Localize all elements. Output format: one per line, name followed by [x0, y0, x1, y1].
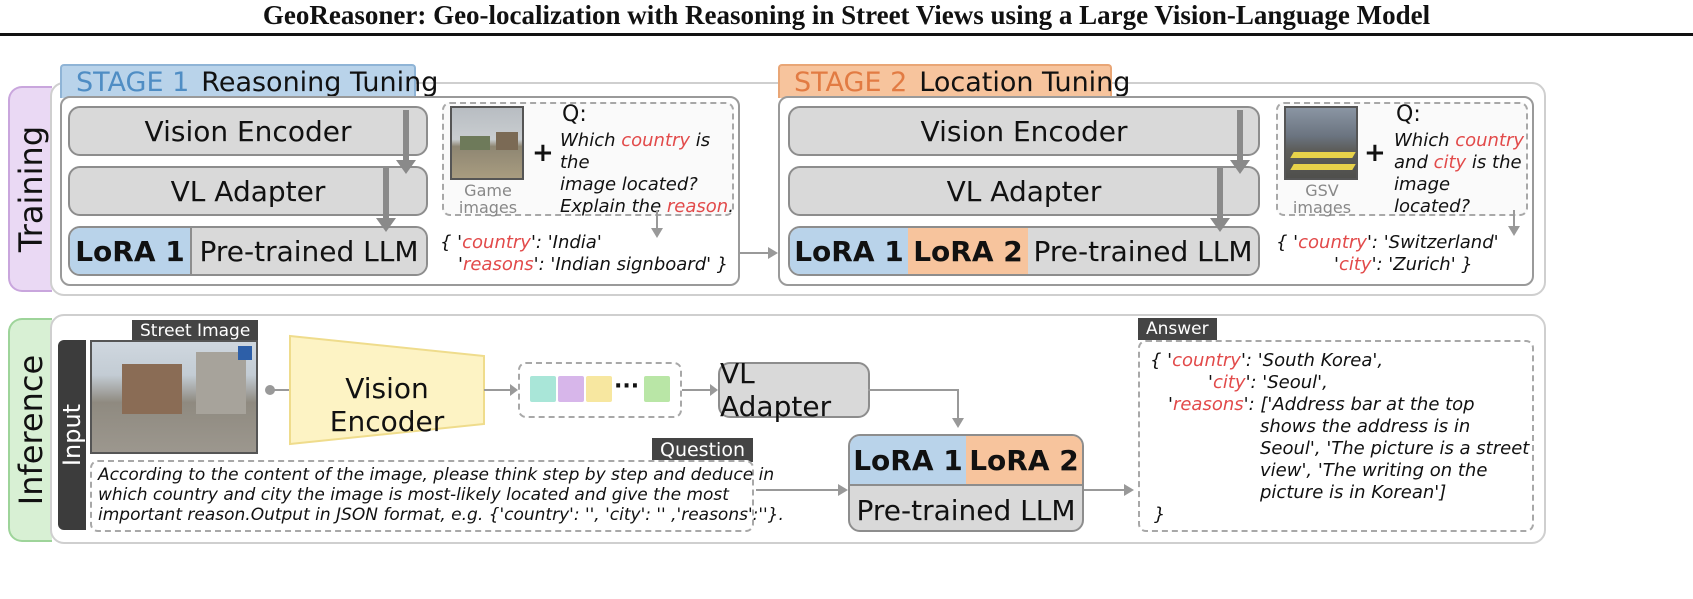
inference-vision-encoder: Vision Encoder [329, 372, 445, 438]
answer-box [1138, 340, 1534, 532]
stage1-plus-icon: + [532, 138, 554, 168]
input-label-bar: Input [58, 340, 86, 530]
arrow-tokens-to-adapter [682, 384, 718, 396]
stage1-llm-row: LoRA 1 Pre-trained LLM [68, 226, 428, 276]
game-images-caption: Game images [458, 181, 518, 217]
street-image-tag: Street Image [132, 320, 259, 342]
gsv-images-caption: GSV images [1292, 181, 1352, 217]
stage2-plus-icon: + [1364, 138, 1386, 168]
game-image [450, 106, 524, 180]
stage2-lora2: LoRA 2 [908, 228, 1028, 274]
arrow-question-to-llm [756, 484, 848, 496]
stage1-tab: STAGE 1 Reasoning Tuning [60, 64, 438, 98]
arrow-llm-to-answer [1084, 484, 1134, 496]
token-n [644, 376, 670, 402]
stage2-name: Location Tuning [919, 67, 1131, 98]
question-text: According to the content of the image, p… [98, 465, 784, 525]
inference-sidebar: Inference [8, 318, 52, 542]
stage2-lora1: LoRA 1 [790, 228, 908, 274]
training-sidebar: Training [8, 86, 52, 292]
page-title: GeoReasoner: Geo-localization with Reaso… [262, 0, 1431, 30]
gsv-image [1284, 106, 1358, 180]
stage1-number: STAGE 1 [76, 67, 190, 98]
stage2-tab: STAGE 2 Location Tuning [778, 64, 1130, 98]
stage1-vision-encoder: Vision Encoder [68, 106, 428, 156]
stage2-question: Which country and city is the image loca… [1394, 130, 1525, 217]
stage2-vision-encoder: Vision Encoder [788, 106, 1260, 156]
stage2-pretrained-llm: Pre-trained LLM [1028, 228, 1258, 274]
stage1-name: Reasoning Tuning [201, 67, 439, 98]
stage2-q-label: Q: [1396, 102, 1421, 127]
input-label: Input [58, 403, 86, 467]
inference-pretrained-llm: Pre-trained LLM [856, 493, 1076, 527]
question-box [90, 460, 754, 532]
answer-tag: Answer [1138, 318, 1217, 340]
stage1-pretrained-llm: Pre-trained LLM [190, 228, 426, 274]
token-dots: ··· [614, 374, 640, 399]
stage1-q-label: Q: [562, 102, 587, 127]
street-image [90, 340, 258, 454]
inference-vision-encoder-shape [265, 334, 485, 446]
stage1-answer: { 'country': 'India' 'reasons': 'Indian … [440, 232, 729, 275]
token-2 [558, 376, 584, 402]
answer-text: { 'country': 'South Korea', 'city': 'Seo… [1150, 350, 1530, 525]
token-3 [586, 376, 612, 402]
token-1 [530, 376, 556, 402]
inference-label: Inference [12, 354, 50, 506]
stage1-vl-adapter: VL Adapter [68, 166, 428, 216]
inference-vl-adapter: VL Adapter [718, 357, 870, 423]
inference-lora1: LoRA 1 [850, 436, 966, 484]
stage2-number: STAGE 2 [794, 67, 908, 98]
training-arrows [376, 110, 1520, 259]
stage2-llm-row: LoRA 1 LoRA 2 Pre-trained LLM [788, 226, 1260, 276]
stage2-answer: { 'country': 'Switzerland' 'city': 'Zuri… [1276, 232, 1499, 275]
arrow-adapter-to-llm [868, 389, 964, 428]
question-tag: Question [652, 438, 753, 462]
stage1-question: Which country is the image located? Expl… [560, 130, 734, 217]
stage2-vl-adapter: VL Adapter [788, 166, 1260, 216]
inference-llm-block: LoRA 1 LoRA 2 Pre-trained LLM [848, 434, 1084, 532]
stage1-lora1: LoRA 1 [70, 228, 190, 274]
title-rule [0, 33, 1693, 36]
arrow-encoder-to-tokens [484, 384, 518, 396]
inference-lora2: LoRA 2 [966, 436, 1082, 484]
